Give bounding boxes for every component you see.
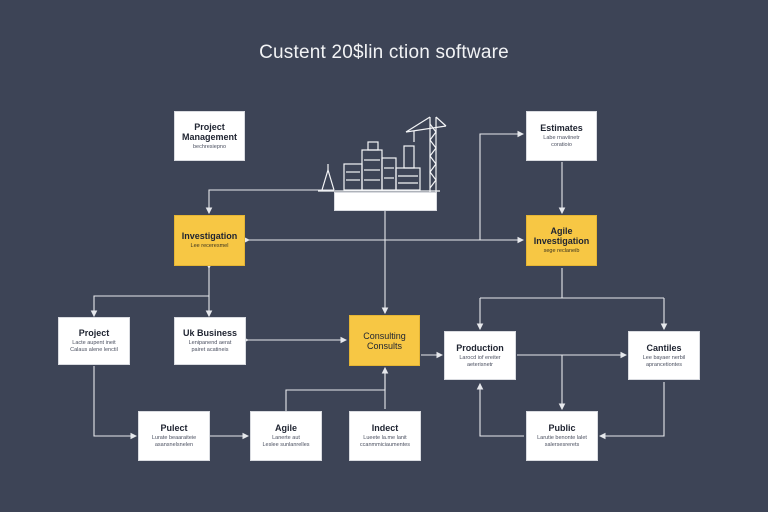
node-title: Agile Investigation <box>533 226 590 246</box>
node-title: Project <box>78 328 110 338</box>
node-project[interactable]: Project Lacte aupent ineit Calaus alene … <box>58 317 130 365</box>
node-title: Public <box>548 423 576 433</box>
node-title: Pulect <box>160 423 188 433</box>
node-subtitle: bechresiepno <box>192 143 227 150</box>
node-indect[interactable]: Indect Lueete la.me lanit ccanmmiciaumen… <box>349 411 421 461</box>
node-title: Cantiles <box>646 342 682 353</box>
node-project-management[interactable]: Project Management bechresiepno <box>174 111 245 161</box>
node-consulting[interactable]: Consulting Consults <box>349 315 420 366</box>
node-uk-business[interactable]: Uk Business Lenipanend aerat pairet acat… <box>174 317 246 365</box>
node-title: Indect <box>371 423 399 433</box>
node-subtitle: Lee receresmel <box>190 243 229 249</box>
node-agile-investigation[interactable]: Agile Investigation sege reclaneib <box>526 215 597 266</box>
node-subtitle: Lee bayaer nerbil aprancetiontes <box>642 354 686 368</box>
node-title: Agile <box>274 423 297 433</box>
node-agile[interactable]: Agile Lanerte aut Leslee sunlanrelles <box>250 411 322 461</box>
node-title: Investigation <box>181 231 238 241</box>
node-subtitle: Lacte aupent ineit Calaus alene lenctil <box>70 340 118 353</box>
connector-cartilles-public <box>598 382 665 440</box>
connector-agile-estimates <box>479 130 525 240</box>
node-cantiles[interactable]: Cantiles Lee bayaer nerbil aprancetionte… <box>628 331 700 380</box>
node-title: Uk Business <box>182 328 238 338</box>
node-title: Project Management <box>181 121 237 142</box>
connector-uk-project <box>90 295 209 318</box>
connector-project-pulect <box>93 366 138 440</box>
connector-public-production <box>476 382 524 437</box>
node-title: Consulting Consults <box>363 330 406 351</box>
connector-agile-consulting <box>285 366 389 411</box>
node-title: Production <box>456 342 504 353</box>
node-public[interactable]: Public Larutie benonte lalet salersesrer… <box>526 411 598 461</box>
node-subtitle: Lurate beaaraiteie asansnelsnelen <box>151 435 197 448</box>
diagram-title: Custent 20$lin ction software <box>259 42 509 63</box>
construction-building-icon <box>318 116 447 192</box>
node-pulect[interactable]: Pulect Lurate beaaraiteie asansnelsnelen <box>138 411 210 461</box>
node-title: Estimates <box>540 123 583 133</box>
node-subtitle: Labe rnaviinetr coratioio <box>543 135 580 148</box>
node-production[interactable]: Production Larocd iof ereiter aeterisnet… <box>444 331 516 380</box>
node-subtitle: sege reclaneib <box>543 248 580 254</box>
node-subtitle: Lenipanend aerat pairet acatineis <box>188 340 232 353</box>
node-investigation[interactable]: Investigation Lee receresmel <box>174 215 245 266</box>
connector-hub-investigation <box>205 189 334 215</box>
node-subtitle: Lanerte aut Leslee sunlanrelles <box>262 435 310 448</box>
node-subtitle: Larocd iof ereiter aeterisnetr <box>459 354 501 368</box>
node-subtitle: Larutie benonte lalet salersesrerets <box>537 435 587 448</box>
node-subtitle: Lueete la.me lanit ccanmmiciaumentes <box>359 435 411 448</box>
node-estimates[interactable]: Estimates Labe rnaviinetr coratioio <box>526 111 597 161</box>
hub-platform <box>334 192 437 211</box>
